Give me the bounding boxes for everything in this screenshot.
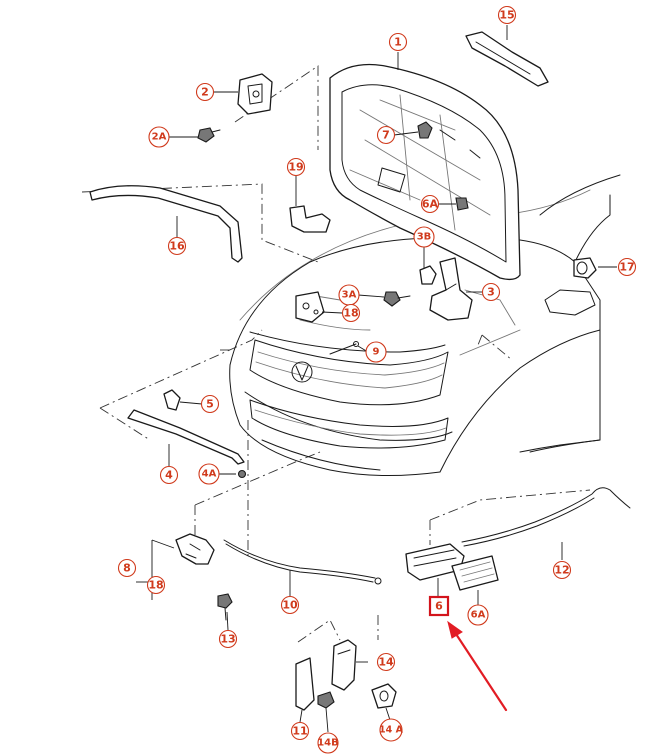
callout-16: 16 — [167, 236, 187, 256]
release-lever-9 — [151, 533, 215, 600]
svg-text:19: 19 — [288, 161, 303, 174]
svg-text:18: 18 — [343, 307, 358, 320]
bump-stop-3B — [419, 265, 437, 285]
handle-11 — [295, 657, 315, 711]
svg-text:17: 17 — [619, 261, 634, 274]
callout-4A: 4A — [198, 463, 220, 485]
svg-text:14B: 14B — [317, 738, 339, 749]
svg-text:11: 11 — [292, 725, 307, 738]
hood-hinge-3 — [429, 257, 473, 321]
svg-text:8: 8 — [123, 562, 131, 575]
callout-19: 19 — [286, 157, 306, 177]
hood-seal-strip-15 — [465, 31, 549, 87]
svg-text:6A: 6A — [471, 610, 486, 621]
callout-10: 10 — [280, 595, 300, 615]
callout-18-lower: 18 — [146, 575, 166, 595]
svg-text:6: 6 — [435, 600, 443, 613]
svg-text:13: 13 — [220, 633, 235, 646]
callout-3A: 3A — [338, 284, 360, 306]
callout-18-upper: 18 — [341, 303, 361, 323]
clip-4A — [237, 469, 247, 479]
svg-text:4A: 4A — [202, 469, 217, 480]
bump-stop-8 — [417, 121, 433, 139]
callout-3: 3 — [481, 282, 501, 302]
callout-1: 1 — [388, 32, 408, 52]
clip-5 — [163, 389, 181, 411]
svg-text:16: 16 — [169, 240, 185, 253]
callout-12: 12 — [552, 560, 572, 580]
callout-14B: 14B — [317, 732, 339, 754]
bolt-3A — [383, 291, 411, 307]
callout-8: 7 — [376, 125, 396, 145]
svg-text:1: 1 — [394, 36, 402, 49]
bolt-13 — [217, 593, 233, 621]
handle-cover-6A — [451, 555, 499, 591]
callout-6-highlighted: 6 — [428, 595, 450, 617]
svg-text:12: 12 — [554, 564, 569, 577]
release-cable-10 — [223, 539, 382, 585]
callout-7: 6A — [420, 194, 440, 214]
highlight-arrow — [447, 620, 508, 712]
prop-rod-9A — [329, 341, 359, 355]
svg-text:5: 5 — [206, 398, 214, 411]
svg-text:14: 14 — [378, 656, 394, 669]
callout-3B: 3B — [413, 226, 435, 248]
latch-18-upper — [295, 291, 325, 323]
callout-13: 13 — [218, 629, 238, 649]
callout-2A: 2A — [148, 126, 170, 148]
svg-text:10: 10 — [282, 599, 298, 612]
callout-14A: 14 A — [379, 718, 404, 742]
svg-text:4: 4 — [165, 469, 173, 482]
callout-9A: 9 — [365, 341, 387, 363]
callout-6A: 6A — [467, 604, 489, 626]
leader-lines — [136, 25, 617, 733]
release-cable-12 — [461, 487, 631, 547]
svg-text:7: 7 — [382, 129, 390, 142]
svg-text:3B: 3B — [417, 232, 432, 243]
bracket-19 — [289, 205, 331, 233]
bolt-14B — [317, 691, 335, 709]
callout-9: 8 — [117, 558, 137, 578]
svg-text:15: 15 — [499, 9, 514, 22]
hood-panel — [329, 63, 521, 281]
callout-4: 4 — [159, 465, 179, 485]
callout-15: 15 — [497, 5, 517, 25]
bump-stop-7 — [455, 197, 469, 211]
callout-labels: 15 1 2 2A 7 19 6A 16 3B 17 3 3A 18 9 5 4… — [117, 5, 637, 754]
clip-14A — [371, 683, 397, 709]
bolt-2A — [197, 127, 221, 143]
svg-text:18: 18 — [148, 579, 163, 592]
hood-bracket-2 — [237, 73, 273, 115]
callout-5: 5 — [200, 394, 220, 414]
callout-11: 11 — [290, 721, 310, 741]
bracket-14 — [331, 639, 357, 691]
svg-text:9: 9 — [373, 347, 380, 358]
hood-release-handle-6 — [405, 543, 465, 581]
svg-text:2: 2 — [201, 86, 209, 99]
prop-rod-4 — [127, 409, 245, 465]
svg-text:14 A: 14 A — [379, 725, 404, 736]
callout-14: 14 — [376, 652, 396, 672]
svg-text:6A: 6A — [422, 198, 439, 211]
car-body — [229, 174, 621, 477]
grommet-17 — [573, 257, 597, 279]
svg-text:3: 3 — [487, 286, 495, 299]
svg-text:3A: 3A — [342, 290, 357, 301]
callout-17: 17 — [617, 257, 637, 277]
callout-2: 2 — [195, 82, 215, 102]
assembly-lines — [81, 65, 591, 643]
svg-text:2A: 2A — [152, 132, 167, 143]
hood-seal-16 — [89, 185, 243, 263]
